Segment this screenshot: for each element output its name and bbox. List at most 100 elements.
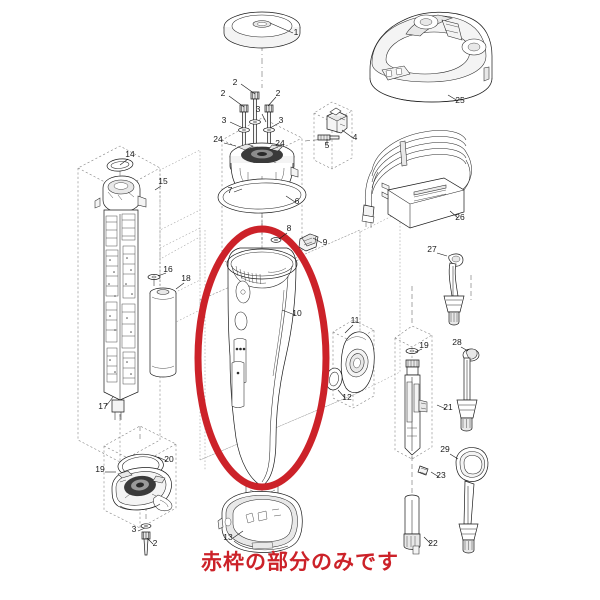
- callout-leader-24: [223, 142, 237, 147]
- callout-leader-28: [460, 346, 469, 352]
- callout-number-6: 6: [295, 196, 300, 206]
- callout-leader-10: [281, 309, 296, 316]
- callout-number-3: 3: [132, 524, 137, 534]
- part-22-tube: [403, 494, 421, 555]
- part-26-ac-adapter: [361, 130, 472, 229]
- callout-number-5: 5: [325, 140, 330, 150]
- part-12-gasket: [325, 367, 343, 391]
- part-21-nozzle-core: [404, 359, 428, 456]
- part-7-o-ring: [217, 178, 307, 214]
- red-highlight-ellipse: [194, 225, 330, 491]
- callout-number-17: 17: [98, 401, 108, 411]
- callout-number-16: 16: [163, 264, 173, 274]
- callout-leader-3: [137, 527, 146, 532]
- callout-number-3: 3: [279, 115, 284, 125]
- callout-number-12: 12: [342, 392, 352, 402]
- part-15-internal-unit: [94, 175, 147, 420]
- callout-number-7: 7: [228, 185, 233, 195]
- callout-number-2: 2: [153, 538, 158, 548]
- callout-leader-13: [232, 530, 244, 539]
- callout-number-11: 11: [351, 315, 360, 325]
- callout-leader-23: [430, 471, 440, 478]
- callout-number-10: 10: [292, 308, 302, 318]
- callout-number-29: 29: [440, 444, 450, 454]
- callout-leader-21: [436, 404, 447, 410]
- callout-number-26: 26: [455, 212, 465, 222]
- callout-number-24: 24: [275, 138, 285, 148]
- callout-number-27: 27: [427, 244, 437, 254]
- callout-leader-19: [414, 348, 423, 353]
- callout-number-15: 15: [158, 176, 168, 186]
- part-10-main-body: [226, 247, 298, 500]
- part-29-tongue-cleaner: [455, 447, 489, 554]
- caption-text: 赤枠の部分のみです: [201, 551, 399, 574]
- callout-number-23: 23: [436, 470, 446, 480]
- callout-leader-15: [154, 185, 162, 191]
- callout-leader-29: [449, 453, 459, 460]
- part-25-charging-stand: [369, 11, 493, 103]
- part-1-top-cap: [223, 11, 301, 49]
- callout-number-3: 3: [222, 115, 227, 125]
- callout-leader-3: [269, 122, 280, 129]
- callout-leader-2: [146, 537, 154, 545]
- callout-leader-24: [269, 146, 279, 151]
- callout-leader-3: [229, 121, 244, 129]
- part-16-washer: [147, 274, 161, 286]
- part-11-side-cap: [340, 331, 375, 394]
- part-27-jet-nozzle: [443, 253, 465, 326]
- callout-number-24: 24: [213, 134, 223, 144]
- callout-leader-17: [105, 396, 114, 407]
- callout-leader-1: [269, 22, 294, 34]
- callout-leader-2: [240, 83, 256, 95]
- callout-leader-12: [337, 389, 346, 399]
- callout-leader-26: [449, 210, 459, 219]
- callout-number-21: 21: [443, 402, 453, 412]
- part-4-valve-assembly: [326, 107, 348, 134]
- callout-number-1: 1: [294, 27, 299, 37]
- callout-number-20: 20: [164, 454, 174, 464]
- part-3-washer-bottom: [140, 523, 152, 529]
- callout-number-18: 18: [181, 273, 191, 283]
- callout-number-13: 13: [223, 532, 233, 542]
- callout-leader-20: [157, 456, 168, 462]
- callout-number-2: 2: [276, 88, 281, 98]
- part-13-bottom-ring: [217, 491, 303, 553]
- part-18-battery: [149, 287, 177, 378]
- callout-leader-6: [285, 195, 296, 203]
- callout-leader-7: [233, 188, 243, 193]
- callout-leader-14: [119, 158, 129, 166]
- callout-leader-8: [278, 232, 288, 240]
- callout-number-4: 4: [353, 132, 358, 142]
- part-23-small-pin: [417, 465, 429, 476]
- callout-number-9: 9: [323, 237, 328, 247]
- callout-leader-22: [423, 536, 432, 545]
- part-28-jet-nozzle: [456, 348, 480, 432]
- part-19-washer-right: [405, 348, 419, 354]
- callout-number-2: 2: [221, 88, 226, 98]
- callout-leader-27: [436, 252, 448, 257]
- red-note-caption: 赤枠の部分のみです: [0, 546, 600, 576]
- part-8-seal: [270, 237, 282, 243]
- callout-number-3: 3: [256, 104, 261, 114]
- callout-number-19: 19: [95, 464, 105, 474]
- callout-number-2: 2: [233, 77, 238, 87]
- callout-number-8: 8: [287, 223, 292, 233]
- part-2-screw-bottom: [141, 531, 151, 556]
- part-5-pin: [317, 134, 340, 141]
- part-19-handle-base: [111, 467, 173, 512]
- callout-number-14: 14: [125, 149, 135, 159]
- callout-number-25: 25: [455, 95, 465, 105]
- callout-leader-18: [175, 282, 185, 290]
- part-3-washers: [238, 119, 275, 133]
- callout-leader-2: [228, 95, 245, 108]
- callout-leader-4: [341, 129, 354, 139]
- callout-leader-11: [344, 324, 354, 334]
- callout-number-28: 28: [452, 337, 462, 347]
- callout-number-19: 19: [419, 340, 429, 350]
- callout-leader-16: [157, 272, 167, 277]
